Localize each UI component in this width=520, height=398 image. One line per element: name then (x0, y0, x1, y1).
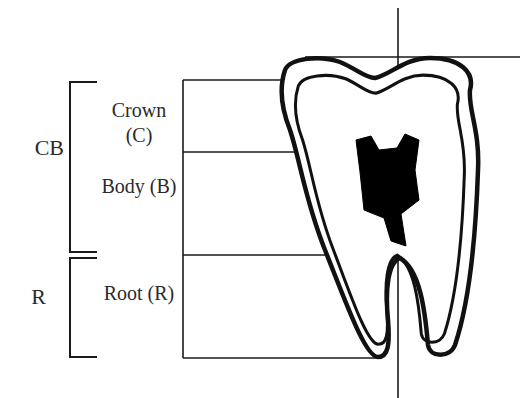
scale-line (182, 80, 184, 358)
dentin-line (295, 75, 464, 344)
part-name: Body (B) (100, 174, 178, 199)
bracket-label: CB (6, 134, 64, 162)
bracket-label: R (6, 283, 46, 311)
occlusal-line (305, 56, 520, 58)
tooth-outline (282, 58, 479, 357)
tooth (282, 58, 479, 357)
crown-body-line (183, 151, 298, 153)
r-bracket (70, 258, 97, 357)
cb-bracket (70, 82, 97, 252)
measure-lines (183, 8, 520, 398)
part-name: Root (R) (100, 281, 178, 306)
pulp-chamber (356, 134, 419, 246)
apex-line (183, 357, 382, 359)
part-name: Crown (C) (100, 98, 178, 148)
brackets (70, 82, 97, 357)
